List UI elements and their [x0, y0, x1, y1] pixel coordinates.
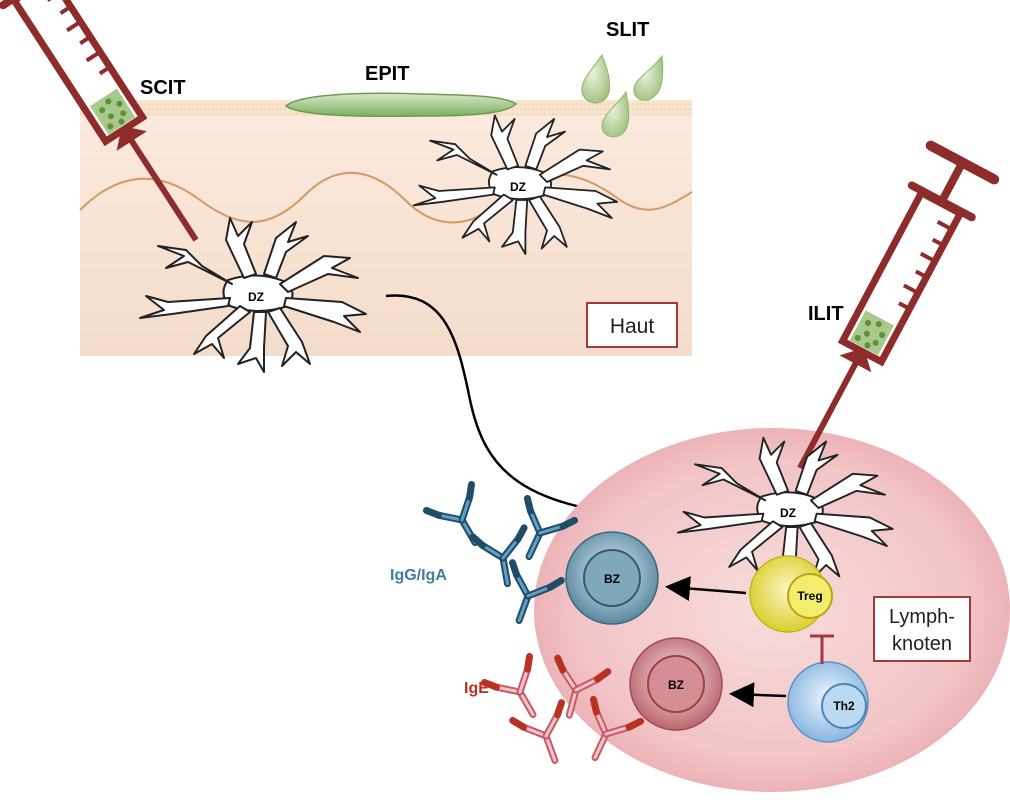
- ilit-label: ILIT: [808, 303, 844, 325]
- epit-patch-icon: [284, 92, 518, 118]
- lymph-label-line1: Lymph-: [889, 606, 955, 628]
- th2-label: Th2: [833, 699, 855, 713]
- basement-membrane: [79, 171, 693, 224]
- dendritic-cell-epidermis: DZ: [412, 114, 619, 255]
- th2-to-bz-arrow: [729, 682, 787, 708]
- skin-label-box: Haut: [586, 302, 678, 348]
- treg-to-bz-arrow: [665, 576, 747, 602]
- dz-label-3: DZ: [780, 506, 796, 520]
- bz-label-1: BZ: [604, 572, 620, 586]
- dendritic-cell-dermis: DZ: [139, 217, 367, 373]
- slit-drops-icon: [581, 53, 664, 138]
- lymph-node-label-box: Lymph- knoten: [873, 596, 971, 662]
- migration-arrow: [385, 294, 673, 530]
- ige-label: IgE: [464, 680, 489, 697]
- bz-label-2: BZ: [668, 678, 684, 692]
- treg-cell: Treg: [749, 555, 833, 633]
- dendritic-cell-lymph-node: DZ: [676, 436, 894, 585]
- dz-label-2: DZ: [248, 290, 264, 304]
- skin-label: Haut: [610, 315, 655, 338]
- treg-label: Treg: [797, 589, 822, 603]
- epit-label: EPIT: [365, 63, 409, 85]
- slit-label: SLIT: [606, 19, 649, 41]
- lymph-label-line2: knoten: [892, 633, 952, 655]
- treg-inhibits-th2: [810, 634, 834, 664]
- th2-cell: Th2: [787, 661, 869, 743]
- igg-iga-label: IgG/IgA: [390, 567, 447, 584]
- b-cell-igg: BZ: [565, 531, 659, 625]
- scit-label: SCIT: [140, 77, 186, 99]
- b-cell-ige: BZ: [629, 637, 723, 731]
- dz-label-1: DZ: [510, 180, 526, 194]
